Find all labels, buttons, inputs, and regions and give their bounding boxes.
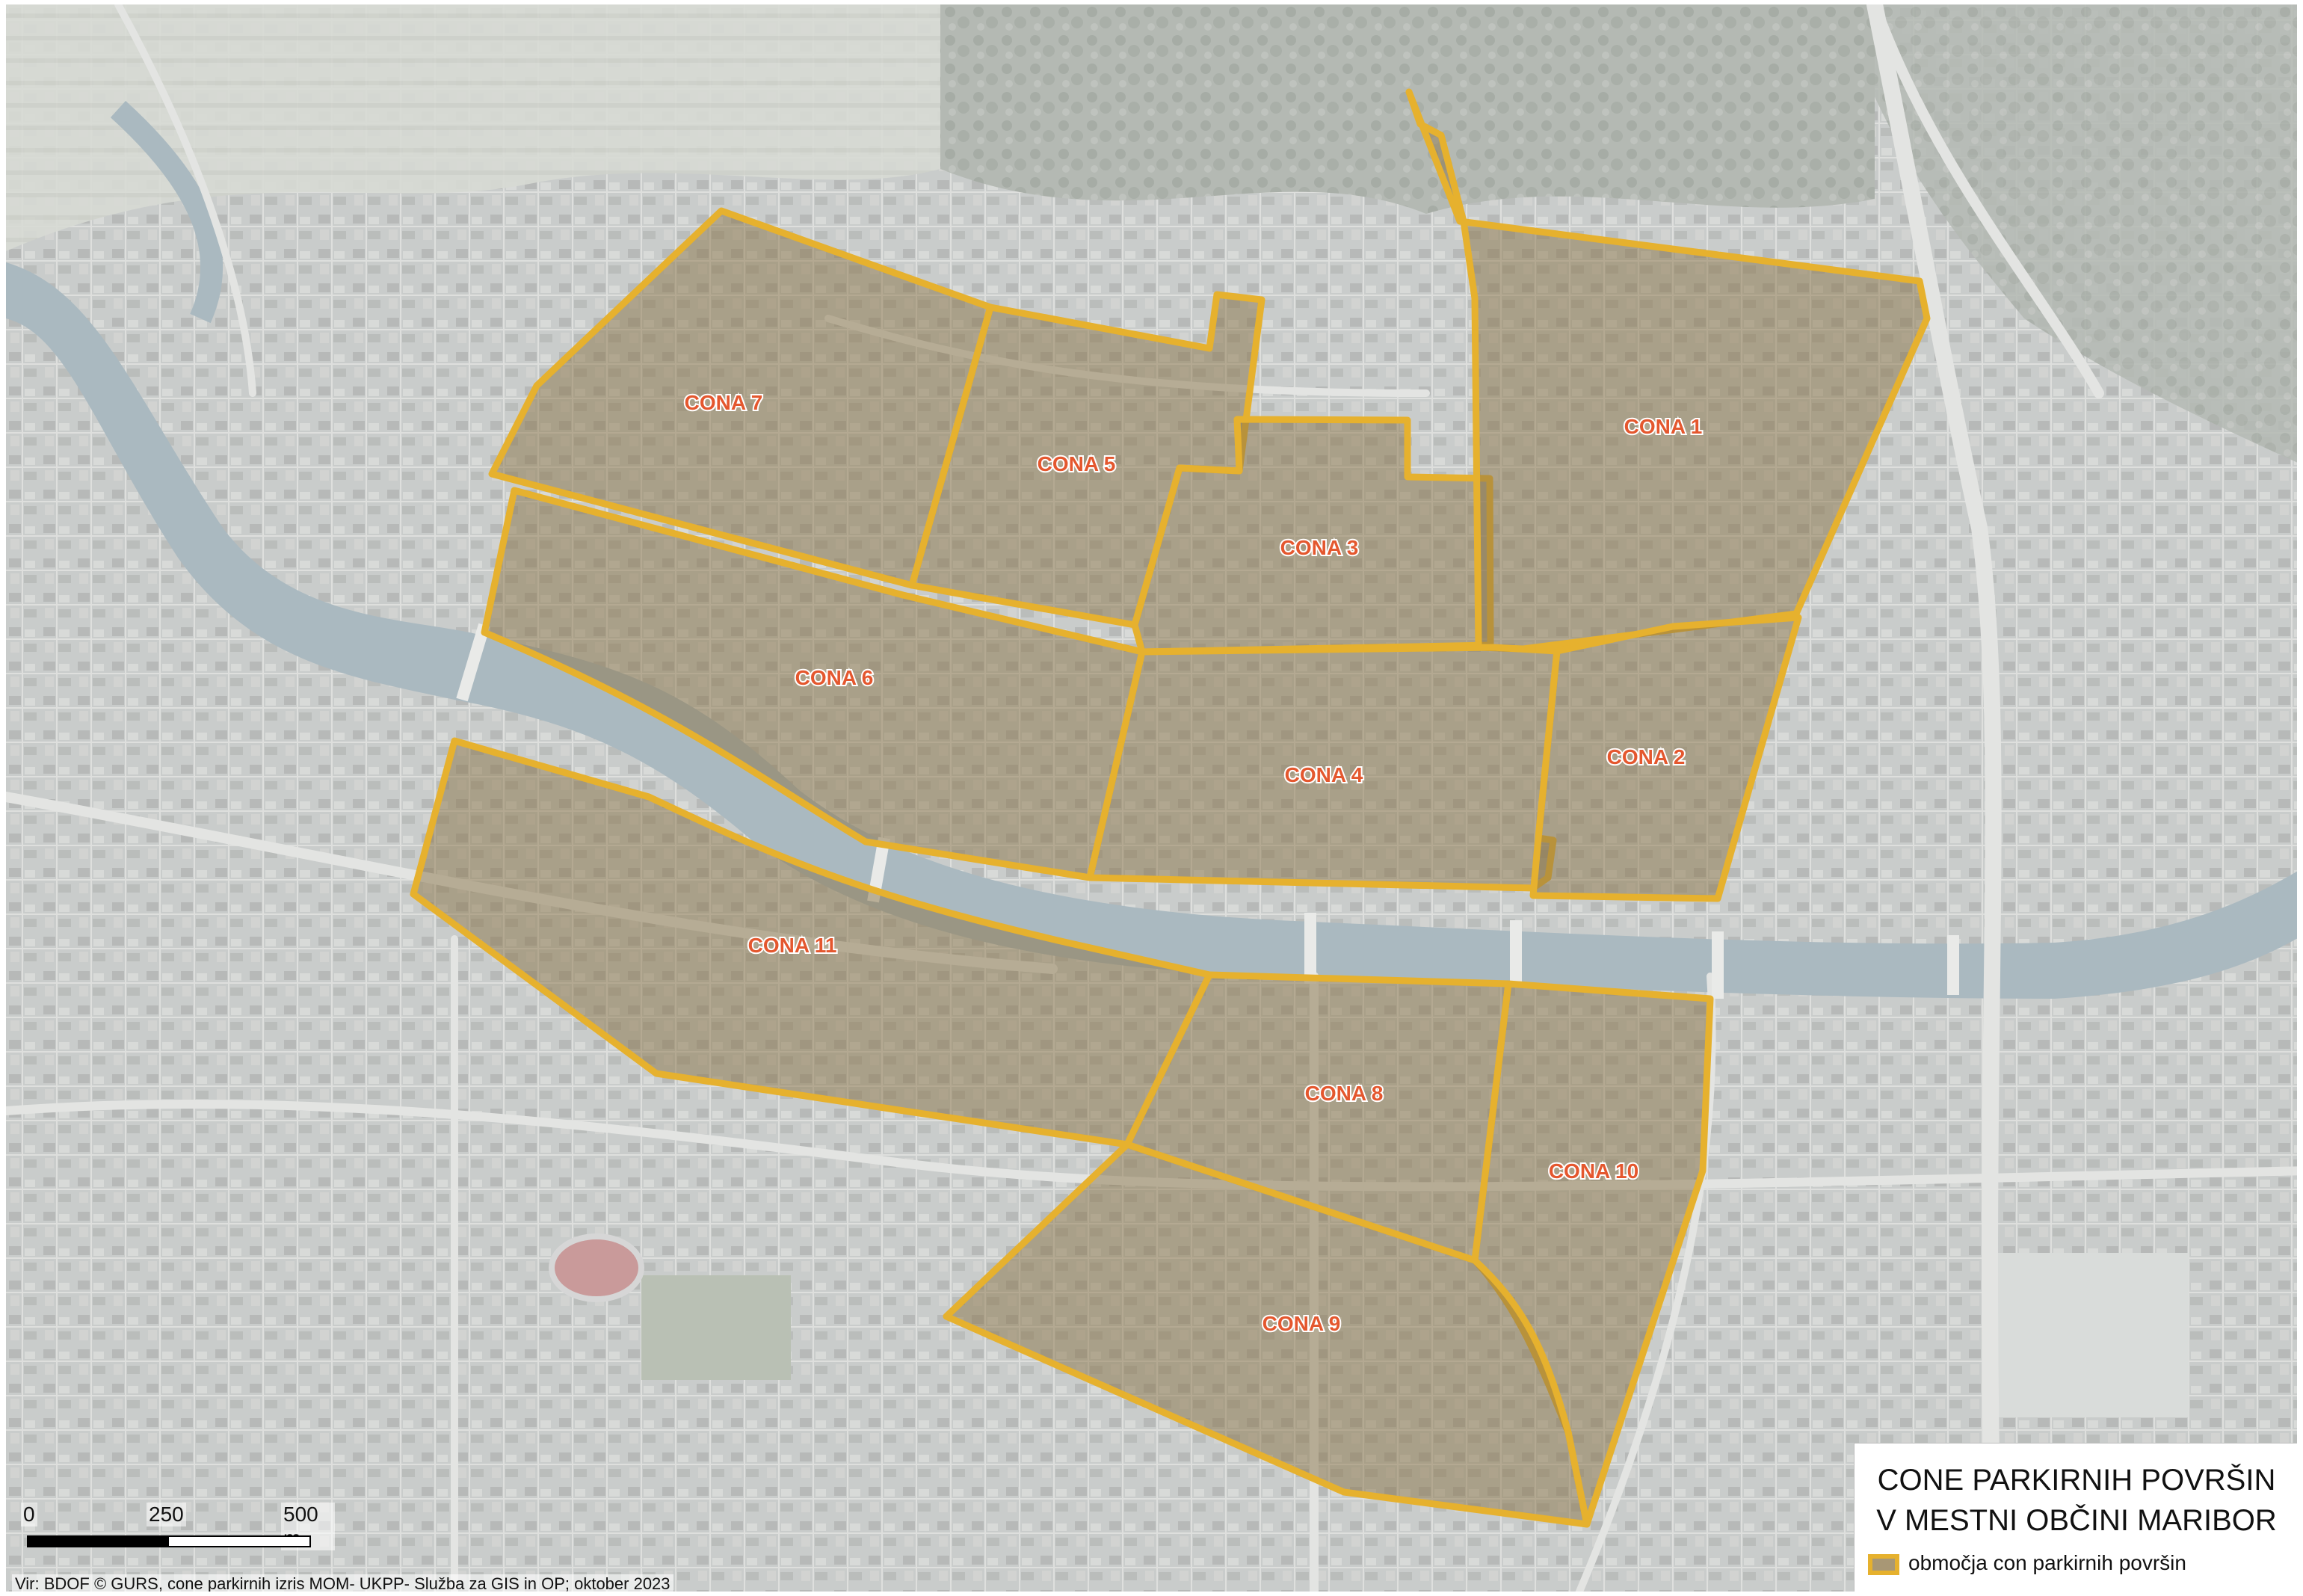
zone-9-label: CONA 9 <box>1263 1312 1341 1335</box>
zone-1-label: CONA 1 <box>1624 415 1703 438</box>
river-branch <box>110 100 223 324</box>
scale-segment-black <box>28 1537 169 1546</box>
zone-2-area[interactable] <box>1529 614 1802 902</box>
zone-4-label: CONA 4 <box>1285 763 1363 786</box>
forest-area-north <box>940 4 1875 214</box>
scale-bar-graphic <box>27 1535 311 1547</box>
legend-zone-swatch <box>1868 1554 1899 1575</box>
zone-11-area[interactable] <box>410 737 1213 1148</box>
legend-title-line-2: V MESTNI OBČINI MARIBOR <box>1876 1504 2277 1537</box>
map-svg: CONA 7 CONA 5 CONA 3 CONA 1 CONA 6 CONA … <box>6 4 2297 1592</box>
source-note: Vir: BDOF © GURS, cone parkirnih izris M… <box>12 1574 673 1592</box>
zone-9-area[interactable] <box>943 1141 1591 1528</box>
zone-7-label: CONA 7 <box>685 391 763 414</box>
scale-bar: 0 250 500 m <box>21 1503 335 1555</box>
zone-7-area[interactable] <box>488 207 994 589</box>
map-canvas[interactable]: CONA 7 CONA 5 CONA 3 CONA 1 CONA 6 CONA … <box>6 4 2297 1592</box>
zone-2-label: CONA 2 <box>1607 745 1686 768</box>
parking-zones <box>410 88 1931 1528</box>
legend-title: CONE PARKIRNIH POVRŠIN V MESTNI OBČINI M… <box>1855 1460 2297 1541</box>
cemetery-area <box>1994 1253 2189 1417</box>
zone-8-label: CONA 8 <box>1305 1082 1384 1105</box>
zone-11-label: CONA 11 <box>748 934 837 957</box>
legend-title-line-1: CONE PARKIRNIH POVRŠIN <box>1877 1464 2276 1497</box>
sports-field <box>641 1275 791 1380</box>
stadium-track <box>549 1233 644 1302</box>
zone-6-label: CONA 6 <box>795 666 874 689</box>
scale-tick-250: 250 <box>147 1503 186 1526</box>
scale-tick-0: 0 <box>21 1503 37 1526</box>
legend-item-label: območja con parkirnih površin <box>1908 1551 2186 1574</box>
forest-area-north-east <box>1837 4 2297 463</box>
zone-10-label: CONA 10 <box>1549 1159 1638 1183</box>
zone-3-label: CONA 3 <box>1280 536 1359 559</box>
scale-segment-white <box>169 1537 309 1546</box>
zone-6-area[interactable] <box>481 487 1146 881</box>
fields-area-north-west <box>6 4 940 251</box>
map-legend: CONE PARKIRNIH POVRŠIN V MESTNI OBČINI M… <box>1854 1443 2297 1592</box>
zone-labels: CONA 7 CONA 5 CONA 3 CONA 1 CONA 6 CONA … <box>683 389 1704 1337</box>
zone-5-label: CONA 5 <box>1038 452 1116 475</box>
